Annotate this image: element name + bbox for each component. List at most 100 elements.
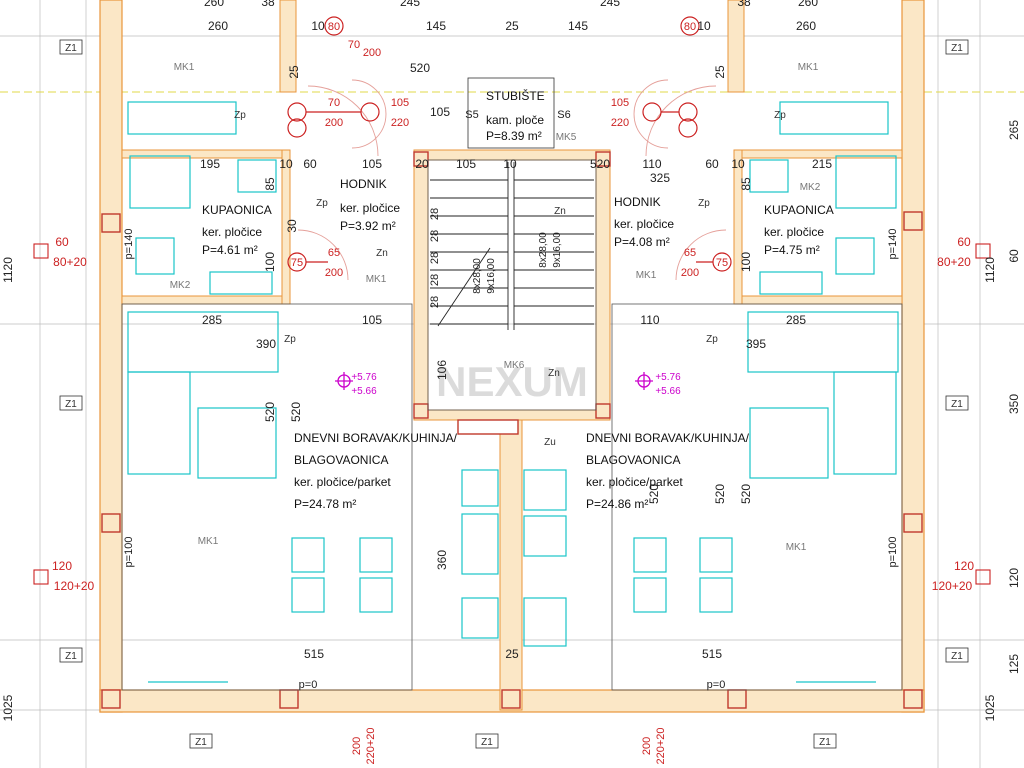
living-right-name-1: DNEVNI BORAVAK/KUHINJA/ xyxy=(586,431,750,445)
window-left-bottom-width: 120 xyxy=(52,559,72,573)
level-left-lower: +5.66 xyxy=(351,386,377,397)
dim-60-left: 60 xyxy=(303,157,317,171)
dim-25-left: 25 xyxy=(287,65,301,79)
dim-520-right-a: 520 xyxy=(713,484,727,504)
dim-520-right-b: 520 xyxy=(739,484,753,504)
door-entry-left-220: 220 xyxy=(391,117,409,129)
dim-bath-left-width: 195 xyxy=(200,157,220,171)
dim-right-265: 265 xyxy=(1007,120,1021,140)
door-bath-left-65: 65 xyxy=(328,247,340,259)
dim-hall-left-105: 105 xyxy=(362,157,382,171)
tag-mk1-5: MK1 xyxy=(198,536,219,547)
stair-note-b-left: 9x16,00 xyxy=(486,258,497,294)
dim-285-right: 285 xyxy=(786,313,806,327)
stair-note-a-left: 8x28,00 xyxy=(472,258,483,294)
hall-left-area: P=3.92 m² xyxy=(340,219,396,233)
tag-z1-7: Z1 xyxy=(195,737,207,748)
window-left-bottom-height: 120+20 xyxy=(54,579,95,593)
stair-finish: kam. ploče xyxy=(486,113,544,127)
dim-r2-4: 145 xyxy=(426,19,446,33)
window-bottom-left-height: 220+20 xyxy=(365,727,377,764)
tag-zp-6: Zp xyxy=(706,334,718,345)
window-left-top-width: 60 xyxy=(55,235,69,249)
door-entry-left-105: 105 xyxy=(391,97,409,109)
level-right-upper: +5.76 xyxy=(655,372,681,383)
window-bottom-right-width: 200 xyxy=(641,737,653,755)
window-left-top-height: 80+20 xyxy=(53,255,87,269)
dim-top-3: 245 xyxy=(400,0,420,9)
tag-mk2-1: MK2 xyxy=(170,280,191,291)
dim-10-left: 10 xyxy=(279,157,293,171)
dim-360: 360 xyxy=(435,550,449,570)
dim-r2-1: 260 xyxy=(208,19,228,33)
door-bath-right-200: 200 xyxy=(681,267,699,279)
door-bath-right-65: 65 xyxy=(684,247,696,259)
living-right-area: P=24.86 m² xyxy=(586,497,648,511)
tag-mk6: MK6 xyxy=(504,360,525,371)
tag-zn-1: Zn xyxy=(376,248,388,259)
dim-bath-right-width: 215 xyxy=(812,157,832,171)
dim-520-mid: 520 xyxy=(647,484,661,504)
dim-right-1120: 1120 xyxy=(983,257,997,283)
dim-right-350: 350 xyxy=(1007,394,1021,414)
tag-mk2-2: MK2 xyxy=(800,182,821,193)
tag-z1-4: Z1 xyxy=(951,399,963,410)
dim-520-left-b: 520 xyxy=(289,402,303,422)
dim-520-top: 520 xyxy=(590,157,610,171)
door-bath-right-75: 75 xyxy=(716,257,728,269)
watermark-text: NEXUM xyxy=(436,358,588,405)
tag-mk1-3: MK1 xyxy=(366,274,387,285)
living-left-finish: ker. pločice/parket xyxy=(294,475,391,489)
stair-note-a-right: 8x28,00 xyxy=(538,232,549,268)
dim-stair-105: 105 xyxy=(456,157,476,171)
dim-520-left-a: 520 xyxy=(263,402,277,422)
dim-r2-8: 10 xyxy=(697,19,711,33)
stair-step-3: 28 xyxy=(429,252,441,264)
stair-name: STUBIŠTE xyxy=(486,88,545,103)
tag-s5: S5 xyxy=(465,109,478,121)
dim-top-5: 260 xyxy=(798,0,818,9)
tag-z1-5: Z1 xyxy=(65,651,77,662)
window-bottom-left-width: 200 xyxy=(351,737,363,755)
dim-r2-2: 10 xyxy=(311,19,325,33)
note-p0-left: p=0 xyxy=(299,679,318,691)
dim-395: 395 xyxy=(746,337,766,351)
tag-mk1-4: MK1 xyxy=(636,270,657,281)
level-right-lower: +5.66 xyxy=(655,386,681,397)
tag-zp-5: Zp xyxy=(284,334,296,345)
note-p140-right: p=140 xyxy=(887,229,899,260)
door-left-h200: 200 xyxy=(363,47,381,59)
dim-105-lower: 105 xyxy=(362,313,382,327)
dim-right-125: 125 xyxy=(1007,654,1021,674)
hall-right-area: P=4.08 m² xyxy=(614,235,670,249)
door-hall-left-200: 200 xyxy=(325,117,343,129)
dim-right-120: 120 xyxy=(1007,568,1021,588)
note-p140-left: p=140 xyxy=(123,229,135,260)
window-right-bottom-height: 120+20 xyxy=(932,579,973,593)
dim-110-lower: 110 xyxy=(640,313,659,327)
dim-10-right: 10 xyxy=(731,157,745,171)
stair-note-b-right: 9x16,00 xyxy=(552,232,563,268)
dim-left-1120: 1120 xyxy=(1,257,15,283)
tag-z1-1: Z1 xyxy=(65,43,77,54)
window-right-top-width: 60 xyxy=(957,235,971,249)
bath-left-finish: ker. pločice xyxy=(202,225,262,239)
dim-stair-10: 10 xyxy=(503,157,517,171)
tag-z1-2: Z1 xyxy=(951,43,963,54)
tag-mk5: MK5 xyxy=(556,132,577,143)
dim-left-1025: 1025 xyxy=(1,694,15,721)
dim-285-left: 285 xyxy=(202,313,222,327)
level-left-upper: +5.76 xyxy=(351,372,377,383)
note-p100-right: p=100 xyxy=(887,537,899,568)
dim-106: 106 xyxy=(435,360,449,380)
tag-z1-6: Z1 xyxy=(951,651,963,662)
dim-20-left: 20 xyxy=(415,157,429,171)
window-bottom-right-height: 220+20 xyxy=(655,727,667,764)
tag-mk1-6: MK1 xyxy=(786,542,807,553)
living-left-area: P=24.78 m² xyxy=(294,497,356,511)
stair-step-4: 28 xyxy=(429,274,441,286)
living-left-name-1: DNEVNI BORAVAK/KUHINJA/ xyxy=(294,431,458,445)
dim-r2-6: 145 xyxy=(568,19,588,33)
tag-zn-3: Zn xyxy=(548,368,560,379)
tag-zp-3: Zp xyxy=(316,198,328,209)
